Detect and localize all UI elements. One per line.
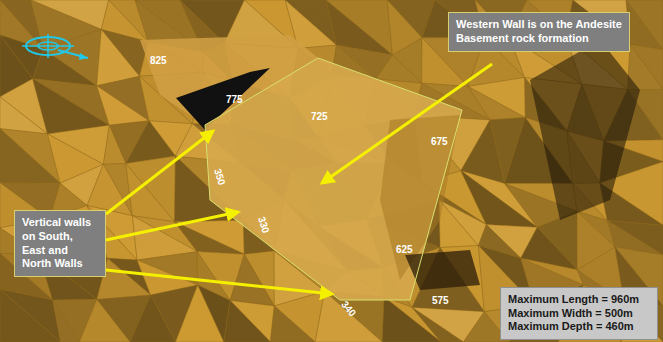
elevation-label: 725 [311,112,328,122]
terrain-facet [53,300,80,342]
shadow [405,250,480,290]
callout-text: Maximum Depth = 460m [508,320,650,334]
elevation-label: 825 [150,56,167,66]
callout-text: Maximum Length = 960m [508,293,650,307]
terrain-facet [439,200,478,248]
terrain-facet [626,0,663,50]
callout-box: Vertical walls on South, East and North … [14,210,106,277]
callout-text: Vertical walls on South, East and North … [22,216,98,271]
terrain-facet [103,125,125,164]
terrain-facet [230,254,274,306]
terrain-facet [79,300,130,342]
terrain-facet [224,301,271,342]
terrain-facet [376,55,422,83]
terrain-facet [175,222,245,254]
compass-icon [22,34,88,60]
terrain-facet [412,307,463,342]
callout-box: Western Wall is on the Andesite Basement… [448,12,630,52]
shadow [530,40,640,220]
terrain-facet [468,86,525,120]
terrain-facet [130,295,176,342]
terrain-facet [97,86,149,125]
terrain-facet [175,220,245,254]
callout-text: Maximum Width = 500m [508,307,650,321]
elevation-label: 675 [431,137,448,147]
terrain-facet [0,289,61,342]
leader-arrow [106,212,238,240]
leader-arrow [106,131,213,214]
terrain-facet [97,29,140,85]
pit-outline [205,58,462,300]
terrain-facet [270,306,315,342]
elevation-label: 775 [226,95,243,105]
terrain-facet [626,0,663,50]
dimension-box: Maximum Length = 960mMaximum Width = 500… [500,287,658,340]
callout-text: Western Wall is on the Andesite Basement… [456,18,622,46]
elevation-label: 625 [396,245,413,255]
terrain-facet [176,285,224,342]
leader-arrow [106,270,332,294]
terrain-facet [0,289,61,342]
leader-arrow [322,64,492,183]
elevation-label: 575 [432,296,449,306]
